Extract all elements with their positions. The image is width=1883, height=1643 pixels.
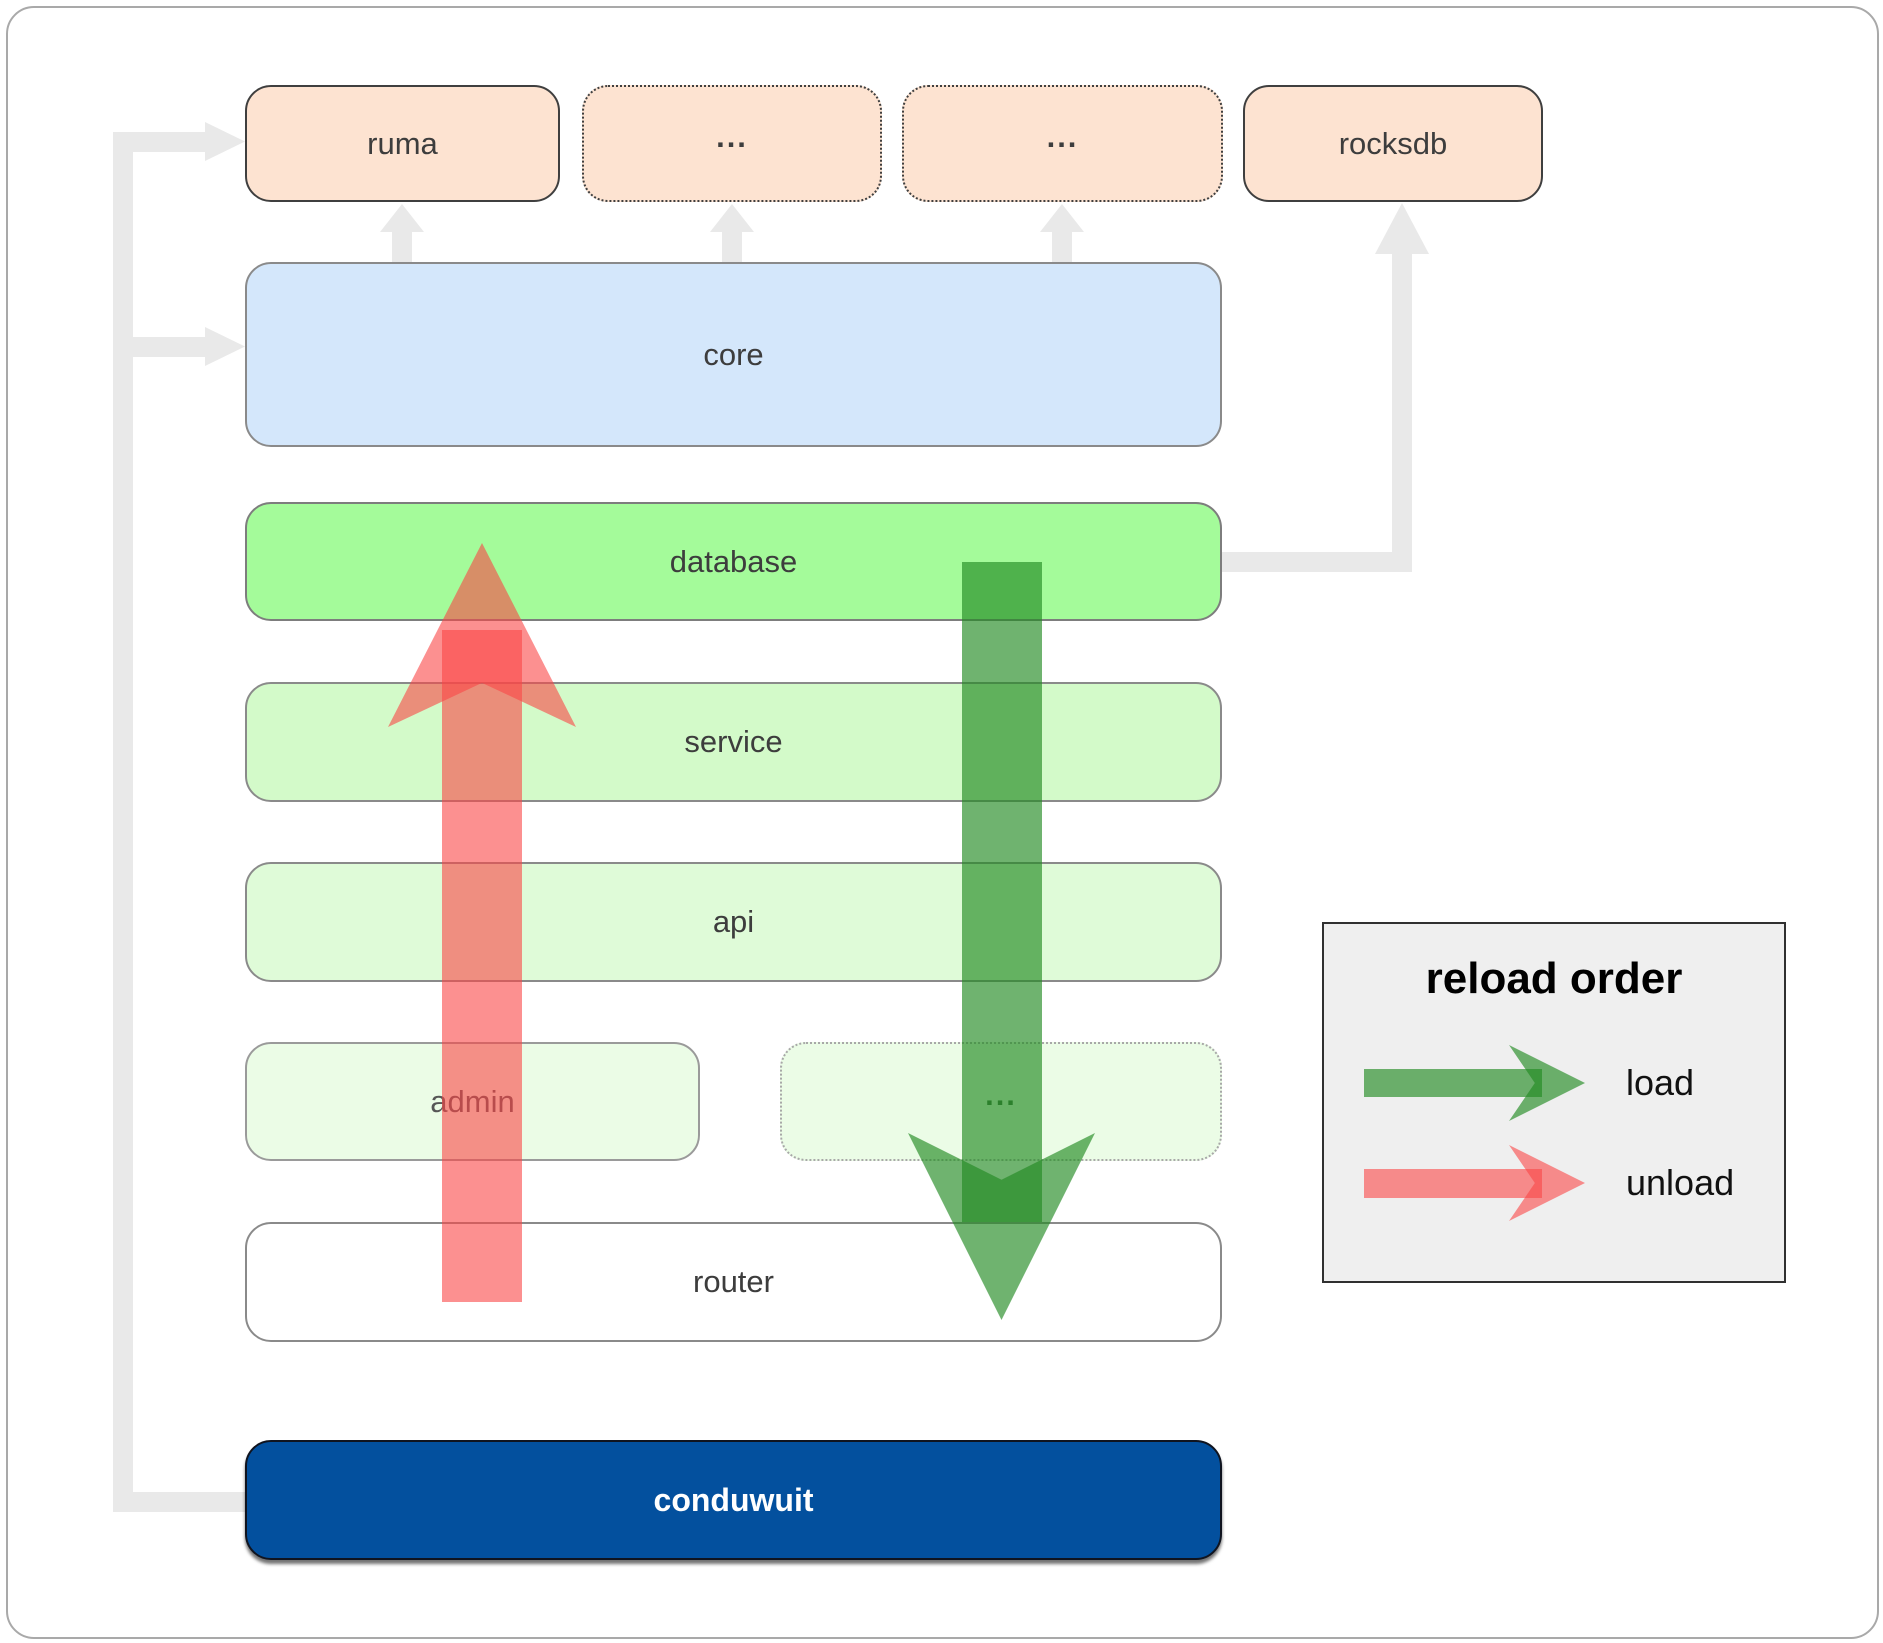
node-rocksdb: rocksdb [1243, 85, 1543, 202]
node-core-label: core [703, 336, 764, 372]
connector-conduwuit-vertical-line [113, 132, 133, 1512]
legend-load-arrow-shaft [1364, 1069, 1542, 1097]
connector-to-core-line [133, 337, 205, 357]
node-api-label: api [712, 904, 755, 939]
core-to-crate-arrow-shaft [722, 232, 742, 262]
node-service: service [245, 682, 1222, 802]
connector-from-conduwuit-line [133, 1492, 245, 1512]
node-conduwuit: conduwuit [245, 1440, 1222, 1560]
node-ruma: ruma [245, 85, 560, 202]
node-ruma-label: ruma [367, 125, 438, 161]
legend-title: reload order [1425, 954, 1683, 1003]
node-other-crate-1: ... [582, 85, 882, 202]
legend-unload-arrow-shaft [1364, 1169, 1542, 1198]
core-to-crate2-arrow-shaft [1052, 232, 1072, 262]
node-core: core [245, 262, 1222, 447]
outer-frame [6, 6, 1879, 1639]
node-rocksdb-label: rocksdb [1338, 125, 1448, 161]
node-router-label: router [693, 1264, 774, 1299]
core-to-ruma-arrow-shaft [392, 232, 412, 262]
node-other-crate-2: ... [902, 85, 1223, 202]
connector-to-ruma-line [133, 132, 205, 152]
node-database-label: database [669, 543, 798, 579]
legend-load-label: load [1626, 1062, 1695, 1103]
node-other-crate-1-label: ... [716, 118, 748, 154]
node-api: api [245, 862, 1222, 982]
legend-unload-label: unload [1626, 1162, 1735, 1203]
connector-database-to-rocksdb-horizontal [1222, 552, 1412, 572]
load-arrow-shaft [962, 562, 1042, 1222]
node-conduwuit-label: conduwuit [653, 1481, 814, 1518]
node-database: database [245, 502, 1222, 621]
node-service-label: service [684, 724, 783, 759]
legend-panel: reload order load unload [1322, 922, 1786, 1283]
node-router: router [245, 1222, 1222, 1342]
unload-arrow-shaft [442, 630, 522, 1302]
node-other-crate-2-label: ... [1046, 118, 1079, 154]
connector-database-to-rocksdb-vertical [1392, 254, 1412, 572]
